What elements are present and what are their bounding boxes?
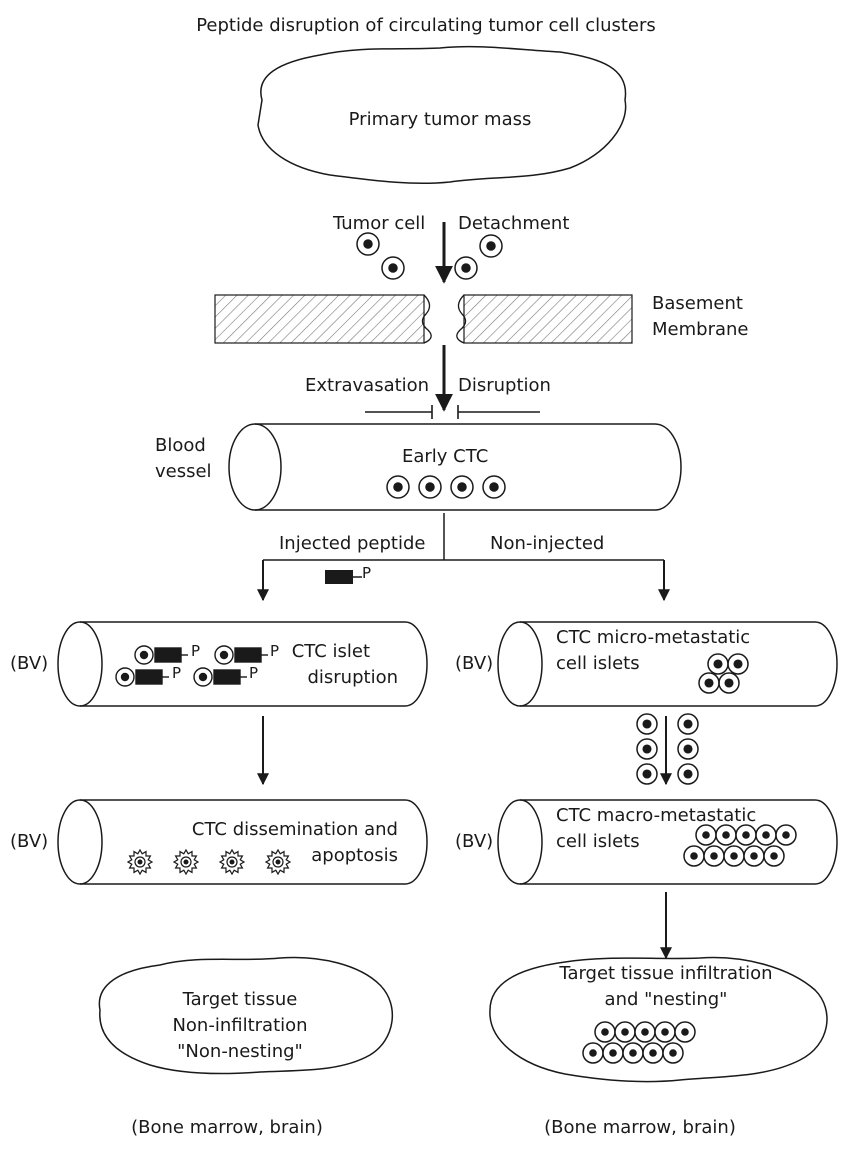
left-tissue-label-line3: "Non-nesting" bbox=[177, 1041, 303, 1062]
cell-nucleus bbox=[782, 831, 790, 839]
apoptotic-cell bbox=[264, 848, 292, 876]
apoptotic-cell-nucleus bbox=[275, 859, 281, 865]
disruption-label: Disruption bbox=[458, 375, 551, 396]
peptide-p-label: P bbox=[191, 642, 201, 660]
non-injected-label: Non-injected bbox=[490, 533, 605, 554]
tumor-cell-label: Tumor cell bbox=[333, 213, 426, 234]
apoptotic-cell bbox=[126, 848, 154, 876]
cell-nucleus bbox=[762, 831, 770, 839]
blood-label: Blood bbox=[155, 435, 206, 456]
peptide-p-label: P bbox=[362, 564, 372, 582]
cell-nucleus bbox=[681, 1028, 689, 1036]
macro-label-line1: CTC macro-metastatic bbox=[556, 805, 757, 826]
cell-nucleus bbox=[710, 852, 718, 860]
injected-peptide-icon bbox=[325, 570, 362, 584]
basement-label: Basement bbox=[652, 293, 743, 314]
apoptotic-cell-nucleus bbox=[137, 859, 143, 865]
early-ctc-label: Early CTC bbox=[402, 446, 489, 467]
cell-nucleus bbox=[649, 1049, 657, 1057]
bv-label: (BV) bbox=[10, 831, 49, 852]
cell-nucleus bbox=[750, 852, 758, 860]
cell-nucleus bbox=[669, 1049, 677, 1057]
apoptotic-cell-nucleus bbox=[229, 859, 235, 865]
cell-nucleus bbox=[621, 1028, 629, 1036]
cell-nucleus bbox=[589, 1049, 597, 1057]
micro-islet-cells bbox=[698, 653, 749, 694]
apoptotic-cell-nucleus bbox=[183, 859, 189, 865]
cell-nucleus bbox=[609, 1049, 617, 1057]
cell-nucleus bbox=[690, 852, 698, 860]
left-tissue-cloud bbox=[98, 956, 394, 1075]
micro-label-line1: CTC micro-metastatic bbox=[556, 627, 751, 648]
membrane-label: Membrane bbox=[652, 319, 749, 340]
right-tissue-cloud bbox=[489, 956, 828, 1083]
right-tissue-label-line1: Target tissue infiltration bbox=[559, 963, 773, 984]
right-tissue-label-line2: and "nesting" bbox=[604, 989, 728, 1010]
primary-tumor-cloud bbox=[257, 45, 627, 185]
injected-peptide-label: Injected peptide bbox=[279, 533, 426, 554]
primary-tumor-label: Primary tumor mass bbox=[348, 109, 532, 130]
left-tissue-label-line2: Non-infiltration bbox=[172, 1015, 308, 1036]
apoptotic-cell-body bbox=[180, 856, 192, 868]
vessel-islet-disruption bbox=[57, 621, 428, 707]
dissemination-label-line2: apoptosis bbox=[311, 845, 398, 866]
early-ctc-cells bbox=[386, 475, 506, 499]
apoptotic-cell bbox=[172, 848, 200, 876]
peptide-bound-cells bbox=[115, 645, 268, 687]
macro-label-line2: cell islets bbox=[556, 831, 640, 852]
vessel-label: vessel bbox=[155, 461, 212, 482]
apoptotic-cell-body bbox=[272, 856, 284, 868]
vessel-macro-metastatic bbox=[497, 799, 838, 885]
peptide-p-label: P bbox=[249, 664, 259, 682]
transition-cells bbox=[636, 713, 699, 785]
apoptotic-cell-body bbox=[134, 856, 146, 868]
nesting-cells bbox=[582, 1021, 696, 1064]
dissemination-label-line1: CTC dissemination and bbox=[191, 819, 398, 840]
cell-nucleus bbox=[770, 852, 778, 860]
tumor-cell-group bbox=[356, 232, 503, 280]
vessel-dissemination bbox=[57, 799, 428, 885]
apoptotic-cells bbox=[126, 848, 292, 876]
bv-label: (BV) bbox=[455, 831, 494, 852]
diagram-title: Peptide disruption of circulating tumor … bbox=[196, 15, 656, 36]
cell-nucleus bbox=[641, 1028, 649, 1036]
cell-nucleus bbox=[702, 831, 710, 839]
bv-label: (BV) bbox=[455, 653, 494, 674]
bv-label: (BV) bbox=[10, 653, 49, 674]
right-location-label: (Bone marrow, brain) bbox=[544, 1117, 736, 1138]
vessel-micro-metastatic bbox=[497, 621, 838, 707]
branch-lines bbox=[257, 513, 670, 602]
apoptotic-cell-body bbox=[226, 856, 238, 868]
apoptotic-cell bbox=[218, 848, 246, 876]
peptide-p-label: P bbox=[172, 664, 182, 682]
cell-nucleus bbox=[742, 831, 750, 839]
cell-nucleus bbox=[661, 1028, 669, 1036]
cell-nucleus bbox=[722, 831, 730, 839]
left-location-label: (Bone marrow, brain) bbox=[131, 1117, 323, 1138]
cell-nucleus bbox=[629, 1049, 637, 1057]
peptide-p-label: P bbox=[270, 642, 280, 660]
islet-label-line2: disruption bbox=[307, 667, 398, 688]
left-tissue-label-line1: Target tissue bbox=[182, 989, 298, 1010]
detachment-label: Detachment bbox=[458, 213, 570, 234]
basement-membrane bbox=[214, 294, 633, 344]
blood-vessel-top bbox=[228, 423, 682, 511]
cell-nucleus bbox=[730, 852, 738, 860]
micro-label-line2: cell islets bbox=[556, 653, 640, 674]
macro-islet-cells bbox=[683, 824, 797, 867]
cell-nucleus bbox=[601, 1028, 609, 1036]
extravasation-label: Extravasation bbox=[305, 375, 430, 396]
islet-label-line1: CTC islet bbox=[291, 641, 370, 662]
